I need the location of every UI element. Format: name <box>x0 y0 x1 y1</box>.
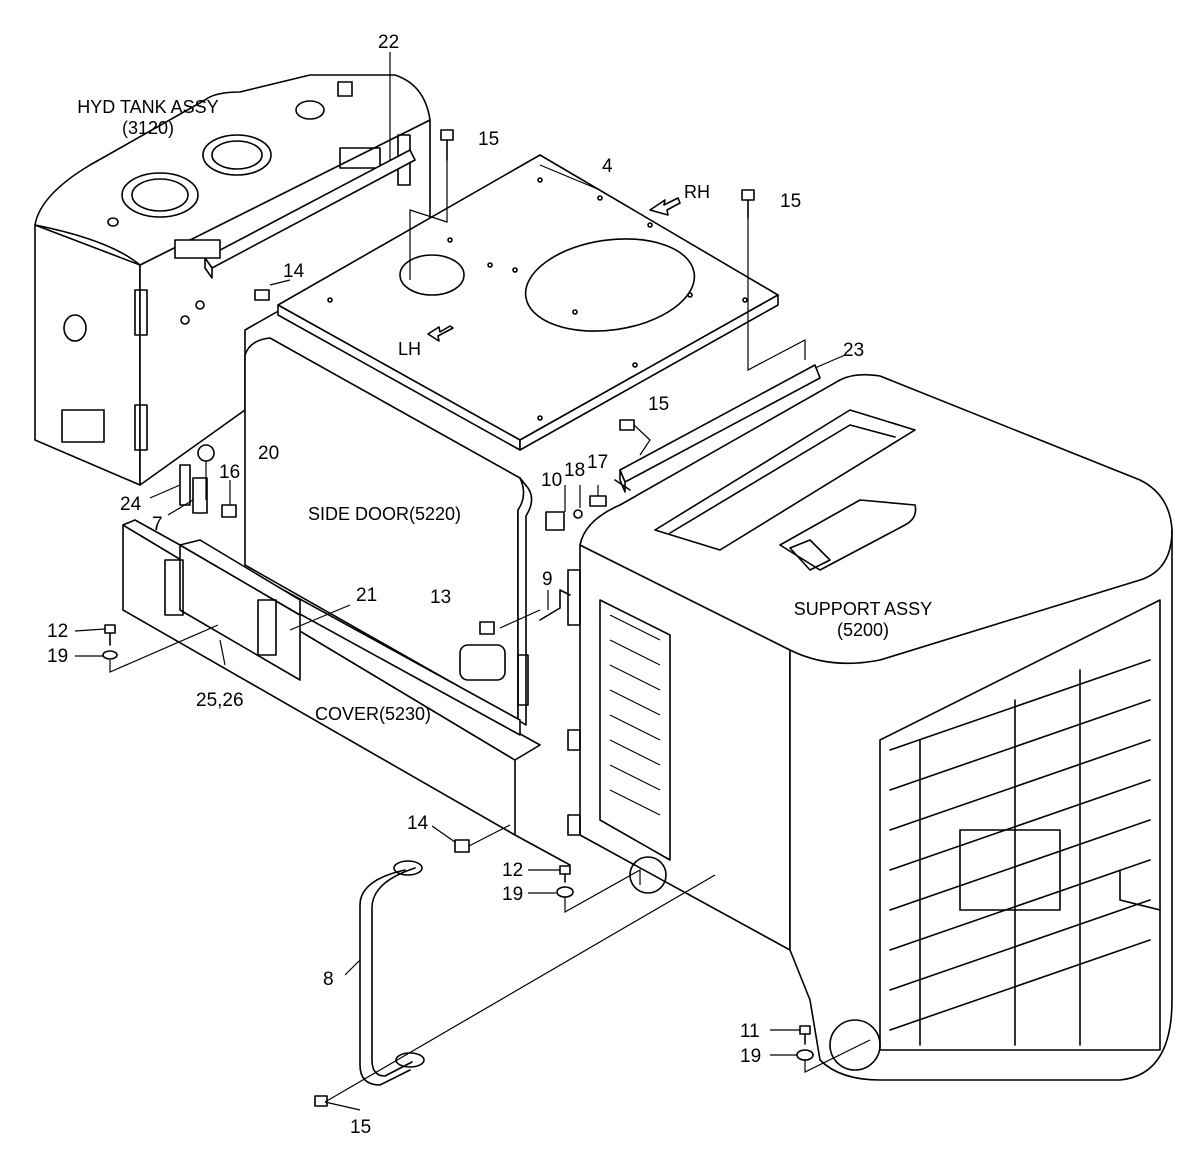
callout-15-top: 15 <box>478 129 499 150</box>
callout-9: 9 <box>542 569 553 590</box>
support-assy-code: (5200) <box>837 620 889 640</box>
callout-13: 13 <box>430 587 451 608</box>
callout-11: 11 <box>740 1021 760 1042</box>
leader-lines <box>74 52 871 1111</box>
callout-12-mid: 12 <box>502 860 523 881</box>
callout-19-left: 19 <box>47 646 68 667</box>
bracket-22 <box>174 149 416 279</box>
callout-25-26: 25,26 <box>196 690 244 711</box>
support-assembly: SUPPORT ASSY (5200) <box>567 373 1173 1081</box>
bracket-23 <box>614 364 821 493</box>
callout-numbers: 22 15 4 15 14 23 15 20 16 24 7 10 18 17 … <box>47 32 864 1138</box>
rh-arrow-icon <box>649 197 681 216</box>
callout-21: 21 <box>356 585 377 606</box>
callout-16: 16 <box>219 462 240 483</box>
handle-8 <box>359 860 425 1086</box>
callout-4: 4 <box>602 156 613 177</box>
hyd-tank-assembly: HYD TANK ASSY (3120) <box>34 74 431 486</box>
hyd-tank-assy-label: HYD TANK ASSY <box>77 97 218 117</box>
callout-18: 18 <box>564 460 585 481</box>
side-door-label: SIDE DOOR(5220) <box>308 504 461 524</box>
cover-assembly: COVER(5230) <box>122 519 571 866</box>
callout-24: 24 <box>120 494 142 515</box>
hyd-tank-assy-code: (3120) <box>122 118 174 138</box>
callout-15-mid: 15 <box>648 394 669 415</box>
callout-12-left: 12 <box>47 621 68 642</box>
callout-14-top: 14 <box>283 261 305 282</box>
callout-15-right: 15 <box>780 191 801 212</box>
callout-23: 23 <box>843 340 864 361</box>
callout-19-mid: 19 <box>502 884 523 905</box>
callout-8: 8 <box>323 969 334 990</box>
direction-arrows: RH LH <box>398 182 710 359</box>
callout-14-bottom: 14 <box>407 813 429 834</box>
callout-20: 20 <box>258 443 279 464</box>
callout-22: 22 <box>378 32 399 53</box>
rh-direction-label: RH <box>684 182 710 202</box>
callout-15-bottom: 15 <box>350 1117 371 1138</box>
callout-19-bottom: 19 <box>740 1046 761 1067</box>
support-assy-label: SUPPORT ASSY <box>794 599 932 619</box>
lh-arrow-icon <box>427 325 454 342</box>
callout-17: 17 <box>587 452 608 473</box>
callout-10: 10 <box>541 470 562 491</box>
side-door-assembly: SIDE DOOR(5220) <box>244 337 533 726</box>
cover-plate-4 <box>277 154 779 451</box>
lh-direction-label: LH <box>398 339 421 359</box>
callout-7: 7 <box>152 514 163 535</box>
cover-label: COVER(5230) <box>315 704 431 724</box>
